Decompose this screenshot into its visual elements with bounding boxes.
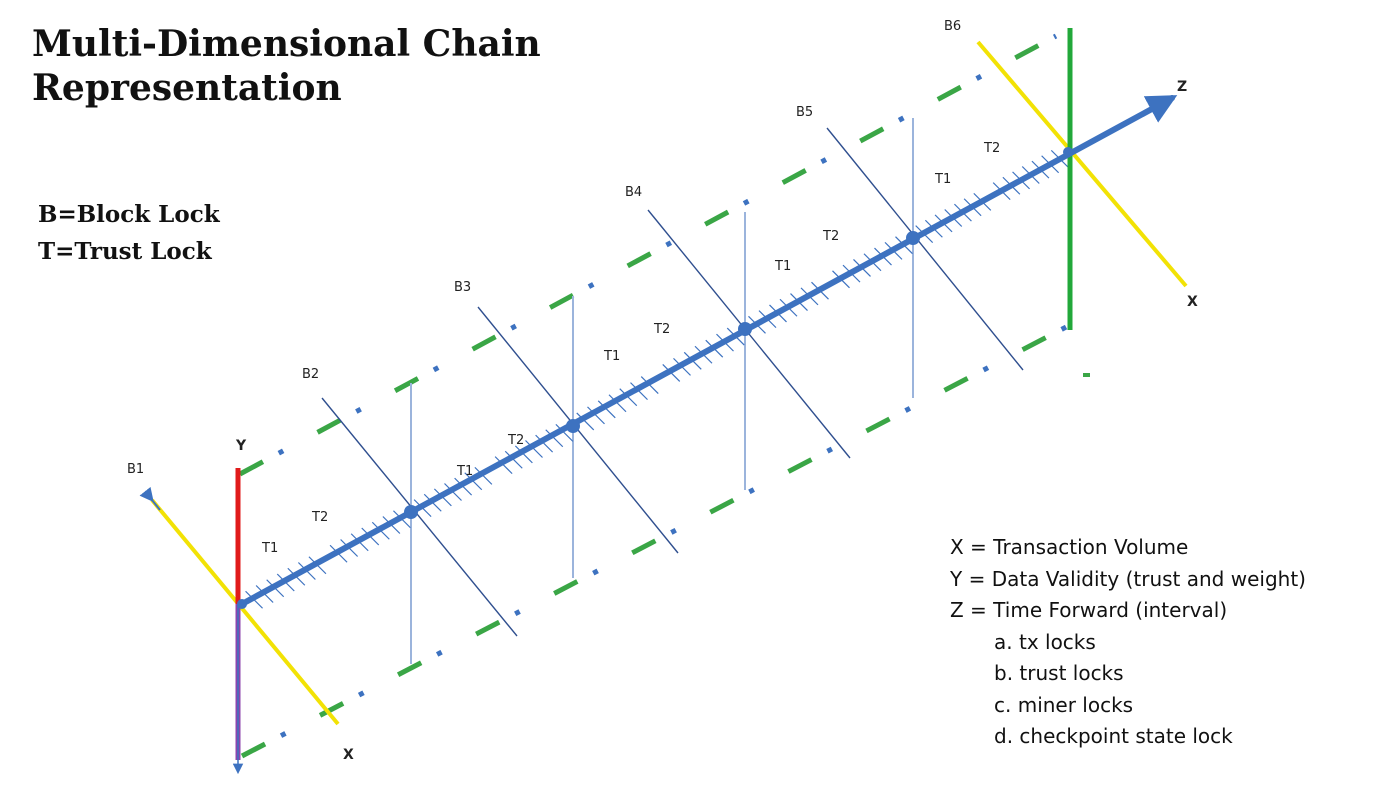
x-axis-origin bbox=[150, 498, 340, 726]
end-node-b6 bbox=[1063, 147, 1073, 157]
tx-tick bbox=[576, 412, 595, 431]
label-z-axis: Z bbox=[1177, 79, 1187, 95]
chain-layer bbox=[237, 95, 1178, 609]
tx-tick bbox=[587, 406, 605, 425]
axis-legend: X = Transaction Volume Y = Data Validity… bbox=[950, 532, 1306, 753]
block-line-b2 bbox=[321, 397, 518, 637]
page-title: Multi-Dimensional Chain Representation bbox=[32, 22, 541, 110]
label-y-axis: Y bbox=[235, 438, 247, 454]
tx-tick bbox=[494, 456, 513, 475]
tx-tick bbox=[504, 450, 523, 469]
label-t2: T2 bbox=[822, 229, 839, 244]
block-node-b5 bbox=[906, 231, 920, 245]
tx-tick bbox=[597, 400, 616, 419]
title-line-1: Multi-Dimensional Chain bbox=[32, 23, 541, 65]
z-axis-chain bbox=[239, 95, 1178, 607]
label-t1: T1 bbox=[603, 349, 620, 364]
tx-tick bbox=[535, 434, 554, 453]
label-t1: T1 bbox=[934, 172, 951, 187]
label-x-axis-origin: X bbox=[343, 747, 354, 763]
block-line-b5 bbox=[826, 127, 1024, 371]
block-lines-layer bbox=[321, 118, 1024, 664]
label-t2: T2 bbox=[311, 510, 328, 525]
tx-tick bbox=[514, 445, 533, 464]
legend-item-checkpoint-lock: d. checkpoint state lock bbox=[994, 724, 1233, 748]
label-b5: B5 bbox=[796, 105, 813, 120]
block-node-b2 bbox=[404, 505, 418, 519]
label-b4: B4 bbox=[625, 185, 642, 200]
x-axis-end bbox=[976, 40, 1188, 288]
legend-item-miner-locks: c. miner locks bbox=[994, 692, 1134, 717]
legend-y: Y = Data Validity (trust and weight) bbox=[950, 566, 1306, 591]
axes-layer bbox=[139, 28, 1188, 775]
label-t1: T1 bbox=[774, 259, 791, 274]
label-b1: B1 bbox=[127, 462, 144, 477]
label-b3: B3 bbox=[454, 280, 471, 295]
origin-node-b1 bbox=[237, 599, 247, 609]
legend-z: Z = Time Forward (interval) bbox=[950, 598, 1228, 622]
top-rail-dashes bbox=[238, 33, 1058, 477]
label-b6: B6 bbox=[944, 19, 961, 34]
legend-x: X = Transaction Volume bbox=[950, 535, 1189, 559]
label-t1: T1 bbox=[261, 541, 278, 556]
tx-tick bbox=[608, 394, 627, 413]
block-node-b3 bbox=[566, 419, 580, 433]
key-trust-lock: T=Trust Lock bbox=[38, 238, 212, 265]
tx-tick bbox=[555, 423, 574, 442]
tx-tick bbox=[545, 429, 564, 448]
rails-layer bbox=[238, 33, 1090, 759]
block-node-b4 bbox=[738, 322, 752, 336]
lock-key-legend: B=Block Lock T=Trust Lock bbox=[38, 196, 220, 270]
label-t2: T2 bbox=[653, 322, 670, 337]
key-block-lock: B=Block Lock bbox=[38, 201, 220, 228]
x-axis-origin-arrow bbox=[139, 486, 161, 511]
title-line-2: Representation bbox=[32, 67, 342, 109]
legend-item-trust-locks: b. trust locks bbox=[994, 661, 1124, 685]
tx-tick bbox=[525, 440, 543, 458]
label-t1: T1 bbox=[456, 464, 473, 479]
label-x-axis-end: X bbox=[1187, 294, 1198, 310]
label-b2: B2 bbox=[302, 367, 319, 382]
label-t2: T2 bbox=[507, 433, 524, 448]
label-t2: T2 bbox=[983, 141, 1000, 156]
legend-item-tx-locks: a. tx locks bbox=[994, 629, 1096, 654]
